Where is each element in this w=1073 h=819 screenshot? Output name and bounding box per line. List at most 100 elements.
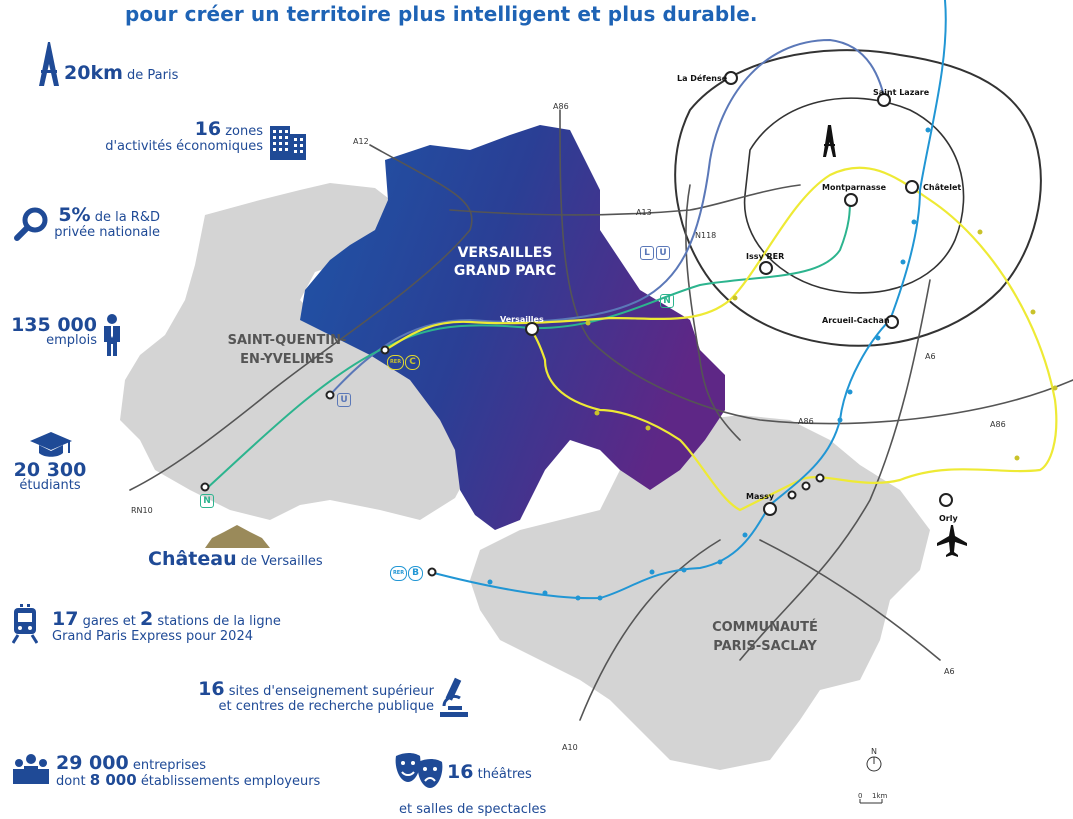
eiffel-tower-icon: [823, 125, 836, 157]
magnifier-icon: [14, 206, 50, 246]
road-a6: [739, 279, 931, 661]
region-saclay-line2: PARIS-SACLAY: [713, 639, 817, 654]
stat-entreprises-value2: 8 000: [89, 771, 137, 789]
stat-paris-value: 20km: [64, 62, 123, 84]
region-sqy-label: SAINT-QUENTIN- EN-YVELINES: [212, 331, 362, 369]
stat-entreprises-value1: 29 000: [56, 752, 129, 774]
region-sqy-line2: EN-YVELINES: [240, 352, 334, 367]
stat-theatres-line1: 16 théâtres: [447, 763, 532, 783]
region-vgp-label: VERSAILLES GRAND PARC: [445, 244, 565, 280]
road-label-a13: A13: [636, 208, 652, 217]
road-a6-bottom: [759, 539, 941, 661]
line-u: [329, 39, 886, 396]
stat-gares: 17 gares et 2 stations de la ligne Grand…: [52, 610, 281, 645]
stat-rd-value: 5%: [58, 204, 91, 226]
stat-rd: 5% de la R&D privée nationale: [50, 206, 160, 241]
eiffel-tower-stat-icon: [38, 42, 60, 90]
stat-emplois-value: 135 000: [11, 314, 97, 336]
station-massy: Massy: [746, 492, 775, 501]
building-icon: [268, 122, 308, 164]
stat-zones-text1: zones: [225, 124, 263, 139]
stat-rd-text2: privée nationale: [54, 225, 160, 240]
station-issy: Issy RER: [746, 252, 785, 261]
microscope-icon: [438, 676, 470, 724]
stat-rd-text1: de la R&D: [94, 210, 160, 225]
stat-paris-text: de Paris: [127, 68, 179, 83]
sqy-territory: [120, 183, 470, 520]
theatre-masks-icon: [394, 752, 444, 792]
stat-emplois-text: emplois: [46, 333, 97, 348]
region-saclay-label: COMMUNAUTÉ PARIS-SACLAY: [705, 618, 825, 656]
stat-etudiants: 20 300 étudiants: [0, 459, 100, 494]
periph-ring: [674, 49, 1042, 347]
stat-zones-value: 16: [194, 118, 222, 140]
people-group-icon: [12, 752, 50, 790]
stat-zones-text2: d'activités économiques: [105, 139, 263, 154]
stat-entreprises-text2: établissements employeurs: [140, 774, 321, 789]
road-label-a12: A12: [353, 137, 369, 146]
station-orly: Orly: [939, 514, 958, 523]
rer-c: [383, 166, 1058, 512]
stat-paris: 20km de Paris: [64, 64, 179, 84]
stat-sites-value: 16: [198, 678, 225, 700]
stat-theatres-text1: théâtres: [477, 767, 532, 782]
road-label-a86-right: A86: [990, 420, 1006, 429]
badge-rer-b: B: [408, 566, 423, 581]
stat-chateau: Château de Versailles: [148, 550, 323, 570]
road-n118: [685, 184, 741, 441]
scale-km: 1km: [872, 792, 888, 800]
chateau-icon: [205, 525, 270, 548]
inner-ring: [743, 97, 965, 294]
region-sqy-line1: SAINT-QUENTIN-: [227, 333, 347, 348]
region-vgp-line1: VERSAILLES: [457, 245, 553, 261]
badge-line-n-top: N: [660, 294, 674, 308]
stat-theatres-text2: et salles de spectacles: [399, 802, 547, 817]
road-label-a86-mid: A86: [798, 417, 814, 426]
road-a13: [449, 184, 801, 216]
road-label-a6-right: A6: [925, 352, 936, 361]
badge-line-n-bottom: N: [200, 494, 214, 508]
major-stations: [200, 71, 953, 577]
stat-sites-text2: et centres de recherche publique: [218, 699, 434, 714]
line-n: [204, 199, 851, 491]
station-arcueil: Arcueil-Cachan: [822, 316, 890, 325]
stat-sites: 16 sites d'enseignement supérieur et cen…: [140, 680, 434, 715]
station-saint-lazare: Saint Lazare: [873, 88, 930, 97]
rer-b-dots: [487, 127, 931, 601]
compass-north: N: [871, 747, 877, 756]
stat-etudiants-text: étudiants: [19, 478, 81, 493]
stat-gares-value1: 17: [52, 608, 79, 630]
stat-gares-text1: gares et: [82, 614, 136, 629]
stat-entreprises: 29 000 entreprises dont 8 000 établissem…: [56, 754, 321, 790]
road-a12-rn10: [129, 144, 473, 491]
road-a10: [579, 539, 721, 721]
road-label-a10: A10: [562, 743, 578, 752]
stat-gares-value2: 2: [140, 608, 154, 630]
station-versailles: Versailles: [500, 315, 544, 324]
badge-line-u-bottom: U: [337, 393, 351, 407]
region-vgp-line2: GRAND PARC: [453, 263, 557, 279]
stat-entreprises-text1: entreprises: [132, 758, 207, 773]
rer-c-dots: [585, 229, 1058, 461]
station-la-defense: La Défense: [677, 74, 728, 83]
stat-gares-text3: Grand Paris Express pour 2024: [52, 629, 253, 644]
region-saclay-line1: COMMUNAUTÉ: [712, 620, 818, 635]
stat-chateau-value: Château: [148, 548, 237, 570]
station-montparnasse: Montparnasse: [822, 183, 887, 192]
station-chatelet: Châtelet: [923, 183, 962, 192]
stat-etudiants-value: 20 300: [13, 459, 87, 481]
badge-rer-c-logo: RER: [387, 355, 404, 370]
headline: pour créer un territoire plus intelligen…: [125, 2, 758, 26]
road-label-a86-top: A86: [553, 102, 569, 111]
stat-sites-text1: sites d'enseignement supérieur: [228, 684, 434, 699]
stat-emplois: 135 000 emplois: [0, 314, 97, 349]
scale-zero: 0: [858, 792, 863, 800]
badge-line-l: L: [640, 246, 654, 260]
stat-entreprises-pre2: dont: [56, 774, 86, 789]
graduation-cap-icon: [30, 432, 72, 462]
stat-theatres-value: 16: [447, 761, 474, 783]
stat-zones: 16 zones d'activités économiques: [60, 120, 263, 155]
airplane-icon: [937, 525, 967, 557]
